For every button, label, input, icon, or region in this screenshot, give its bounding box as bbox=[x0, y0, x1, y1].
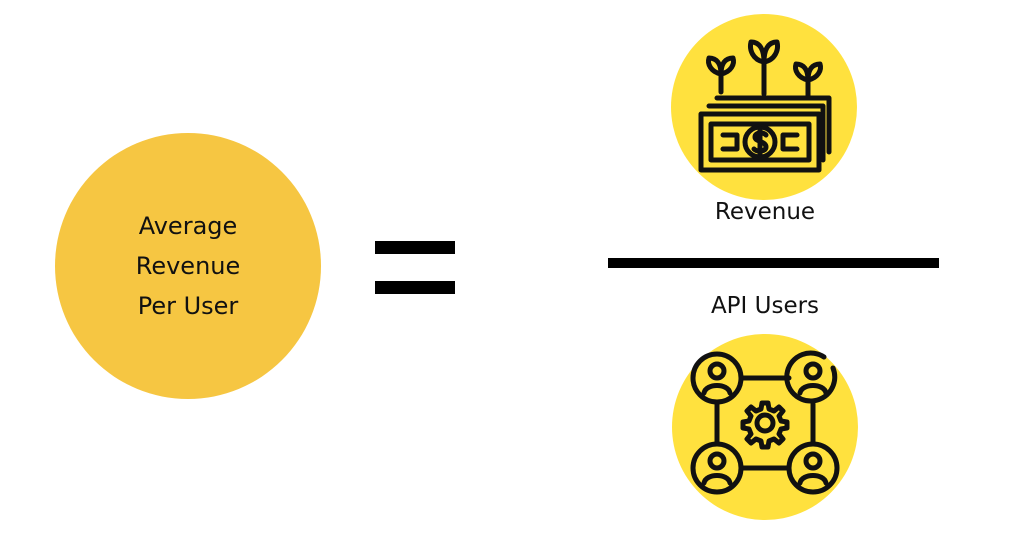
users-network-icon bbox=[690, 350, 840, 495]
arpu-label: Average Revenue Per User bbox=[135, 212, 241, 320]
users-icon-circle bbox=[672, 334, 858, 520]
money-growth-icon bbox=[698, 39, 832, 173]
denominator-label: API Users bbox=[710, 293, 820, 319]
arpu-circle: Average Revenue Per User bbox=[55, 133, 321, 399]
numerator-label: Revenue bbox=[714, 199, 816, 225]
fraction-line bbox=[608, 258, 939, 268]
equals-sign-top-bar bbox=[375, 241, 455, 254]
revenue-icon-circle bbox=[671, 14, 857, 200]
equals-sign-bottom-bar bbox=[375, 281, 455, 294]
